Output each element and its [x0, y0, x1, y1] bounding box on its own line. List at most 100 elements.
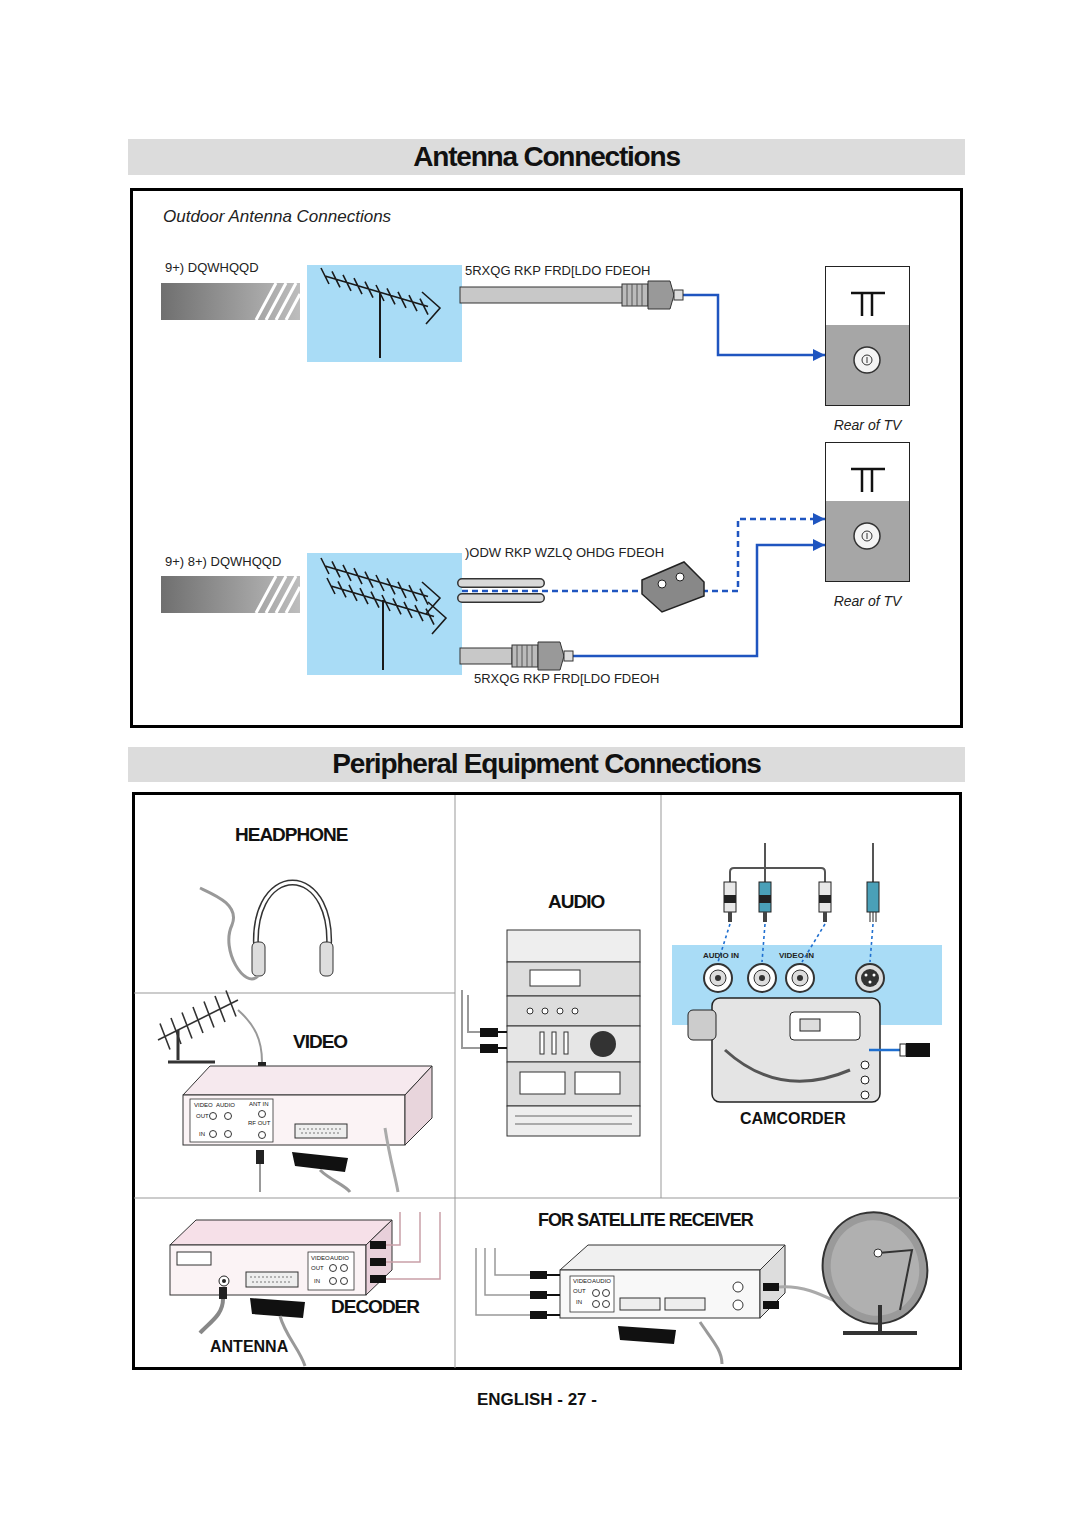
coax-cable [564, 651, 573, 661]
jack-label: IN [314, 1278, 320, 1284]
vcr-drawing [183, 1095, 405, 1145]
satellite-receiver-drawing [603, 1290, 610, 1297]
camcorder-drawing [710, 970, 726, 986]
hifi-drawing [557, 1008, 563, 1014]
satellite-receiver-drawing [760, 1245, 785, 1318]
hifi-drawing [572, 1008, 578, 1014]
hifi-drawing [507, 1062, 640, 1106]
camcorder-drawing [763, 912, 767, 922]
coax-cable [460, 287, 624, 303]
camcorder-drawing [819, 895, 831, 903]
headphone-drawing [252, 942, 265, 976]
camcorder-drawing [728, 912, 732, 922]
jack-label: AUDIO [330, 1255, 349, 1261]
panel-heading: Outdoor Antenna Connections [163, 207, 391, 227]
twin-lead-cable [462, 583, 540, 598]
hifi-drawing [462, 930, 640, 1136]
camcorder-drawing [724, 895, 736, 903]
hifi-drawing [520, 1072, 565, 1094]
equipment-cell: FOR SATELLITE RECEIVER [457, 1199, 960, 1368]
jack-label: VIDEO [573, 1278, 592, 1284]
cable-label: 5RXQG RKP FRD[LDO FDEOH [472, 672, 661, 687]
equipment-cell: VIDEO [134, 994, 455, 1198]
vcr-drawing [210, 1131, 217, 1138]
camcorder-drawing [786, 964, 814, 992]
decoder-drawing [330, 1278, 337, 1285]
decoder-drawing [222, 1279, 226, 1283]
camcorder-drawing [861, 1091, 869, 1099]
satellite-receiver-drawing [620, 1298, 660, 1310]
antenna-tab [161, 283, 300, 613]
decoder-drawing [341, 1278, 348, 1285]
hifi-drawing [507, 930, 640, 962]
decoder-drawing [370, 1241, 386, 1249]
coax-cable [517, 645, 532, 667]
equipment-cell: AUDIO INVIDEO INCAMCORDER [662, 794, 960, 1198]
antenna-label: 9+) 8+) DQWHQQD [165, 555, 281, 570]
camcorder-drawing [718, 924, 873, 962]
tv-rear-panel: Rear of TV [825, 442, 910, 582]
camcorder-drawing [800, 1019, 820, 1031]
camcorder-drawing [725, 1050, 850, 1081]
camcorder-drawing [792, 970, 808, 986]
jack-label: VIDEO [311, 1255, 330, 1261]
camcorder-drawing [861, 969, 879, 987]
satellite-receiver-drawing [593, 1301, 600, 1308]
camcorder-drawing [865, 974, 868, 977]
camcorder-drawing [861, 1061, 869, 1069]
vcr-drawing [259, 1111, 266, 1118]
jack-label: ANT IN [249, 1101, 269, 1107]
vcr-drawing [238, 1010, 262, 1062]
vcr-drawing [292, 1152, 348, 1172]
coax-cable [622, 284, 648, 306]
headphone-drawing [200, 888, 258, 979]
jack-label: RF OUT [248, 1120, 270, 1126]
antenna-symbol [321, 268, 446, 670]
antenna-picture: 9+) 8+) DQWHQQD [307, 553, 462, 675]
jack-label: AUDIO [216, 1102, 235, 1108]
satellite-receiver-drawing [476, 1245, 850, 1364]
antenna-symbol [382, 600, 384, 670]
camcorder-drawing [869, 981, 872, 984]
vcr-drawing [158, 991, 432, 1193]
camcorder-drawing [712, 998, 880, 1102]
vcr-drawing [210, 1113, 217, 1120]
equipment-name: VIDEO IN [779, 951, 814, 960]
camcorder-drawing [759, 895, 771, 903]
satellite-receiver-drawing [700, 1322, 722, 1364]
twin-lead-cable [642, 562, 704, 612]
hifi-drawing [552, 1032, 556, 1054]
tv-socket [826, 469, 909, 581]
camcorder-drawing [688, 1010, 716, 1040]
vcr-drawing [190, 1099, 273, 1142]
antenna-picture: 9+) DQWHQQD [307, 265, 462, 362]
hifi-drawing [507, 996, 640, 1026]
satellite-receiver-drawing [476, 1248, 530, 1315]
camcorder-drawing [861, 1076, 869, 1084]
twin-lead-cable [676, 573, 684, 581]
decoder-drawing [370, 1275, 386, 1283]
satellite-receiver-drawing [665, 1298, 705, 1310]
vcr-drawing [259, 1164, 261, 1192]
coax-cable [627, 284, 642, 306]
hifi-drawing [527, 1008, 533, 1014]
camcorder-drawing [704, 964, 732, 992]
decoder-drawing [330, 1265, 337, 1272]
vcr-drawing [225, 1113, 232, 1120]
satellite-receiver-drawing [530, 1311, 547, 1319]
camcorder-drawing [900, 1044, 906, 1056]
coax-cable [674, 290, 683, 300]
jack-label: OUT [573, 1288, 586, 1294]
camcorder-drawing [730, 843, 873, 882]
tv-socket [826, 293, 909, 405]
decoder-drawing [177, 1252, 211, 1265]
decoder-drawing [308, 1252, 354, 1290]
jack-label: OUT [311, 1265, 324, 1271]
hifi-drawing [542, 1008, 548, 1014]
camcorder-drawing [715, 975, 721, 981]
headphone-drawing [256, 883, 329, 966]
camcorder-drawing [748, 964, 776, 992]
satellite-dish [810, 1200, 939, 1335]
cable-connector [462, 545, 825, 656]
satellite-receiver-drawing [603, 1301, 610, 1308]
